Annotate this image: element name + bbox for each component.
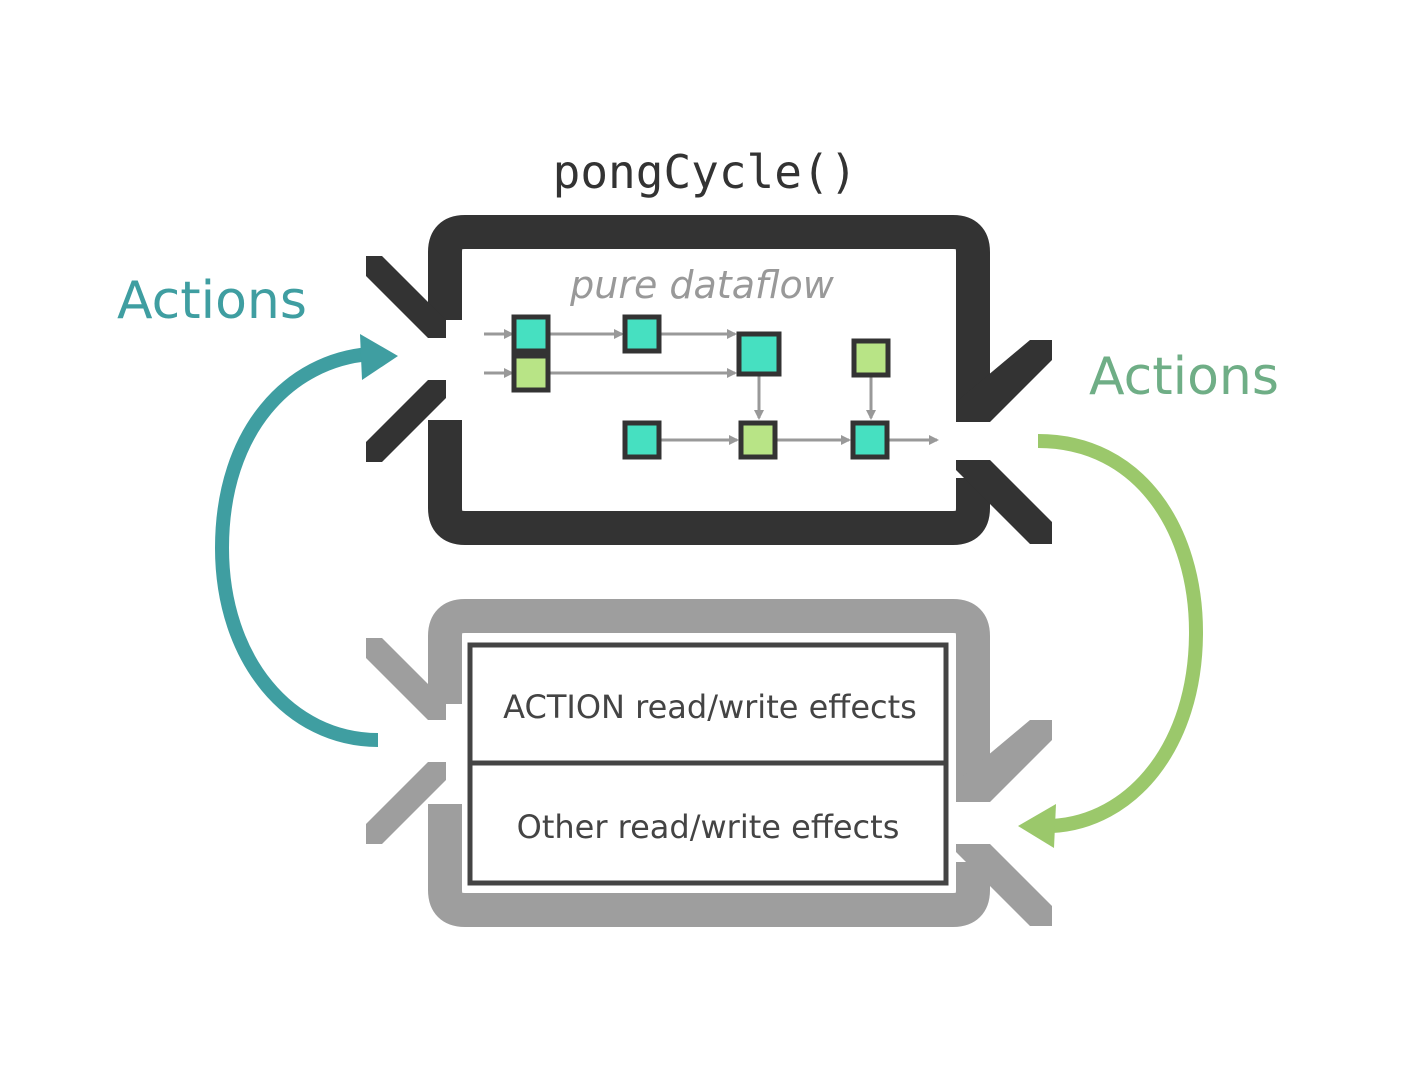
right-arrow-curve	[1037, 434, 1204, 833]
left-arrow-head	[360, 334, 398, 380]
effects-box-frame	[428, 599, 990, 927]
pure-box-frame	[428, 215, 990, 545]
dataflow-edges	[484, 329, 939, 445]
pure-dataflow-box: pure dataflow	[366, 215, 1052, 545]
effects-row-action: ACTION read/write effects	[503, 688, 917, 726]
effects-box-left-funnel-top	[366, 638, 446, 720]
effects-box-right-funnel-bottom	[956, 844, 1052, 926]
diagram-title: pongCycle()	[553, 145, 858, 199]
left-actions-label: Actions	[117, 271, 307, 331]
dataflow-node-teal	[622, 314, 662, 354]
left-arrow-curve	[214, 347, 379, 747]
pure-box-output-funnel-bottom	[956, 460, 1052, 544]
dataflow-node-green	[738, 420, 778, 460]
dataflow-node-teal-large	[736, 331, 782, 377]
dataflow-node-teal	[850, 420, 890, 460]
pure-box-input-funnel-bottom	[366, 380, 446, 462]
effects-box-right-funnel-top	[956, 720, 1052, 802]
dataflow-node-green	[851, 338, 891, 378]
effects-box: ACTION read/write effects Other read/wri…	[366, 599, 1052, 927]
pure-box-input-funnel-top	[366, 256, 446, 338]
dataflow-node-teal	[622, 420, 662, 460]
left-actions-arrow: Actions	[117, 271, 398, 747]
effects-row-other: Other read/write effects	[517, 808, 900, 846]
pure-dataflow-label: pure dataflow	[569, 263, 835, 307]
dataflow-node-teal	[511, 314, 551, 354]
right-actions-arrow: Actions	[1018, 347, 1279, 848]
right-actions-label: Actions	[1089, 347, 1279, 407]
right-arrow-head	[1018, 804, 1056, 848]
effects-box-left-funnel-bottom	[366, 762, 446, 844]
dataflow-node-green	[511, 353, 551, 393]
dataflow-nodes	[511, 314, 891, 460]
pure-box-output-funnel-top	[956, 340, 1052, 422]
